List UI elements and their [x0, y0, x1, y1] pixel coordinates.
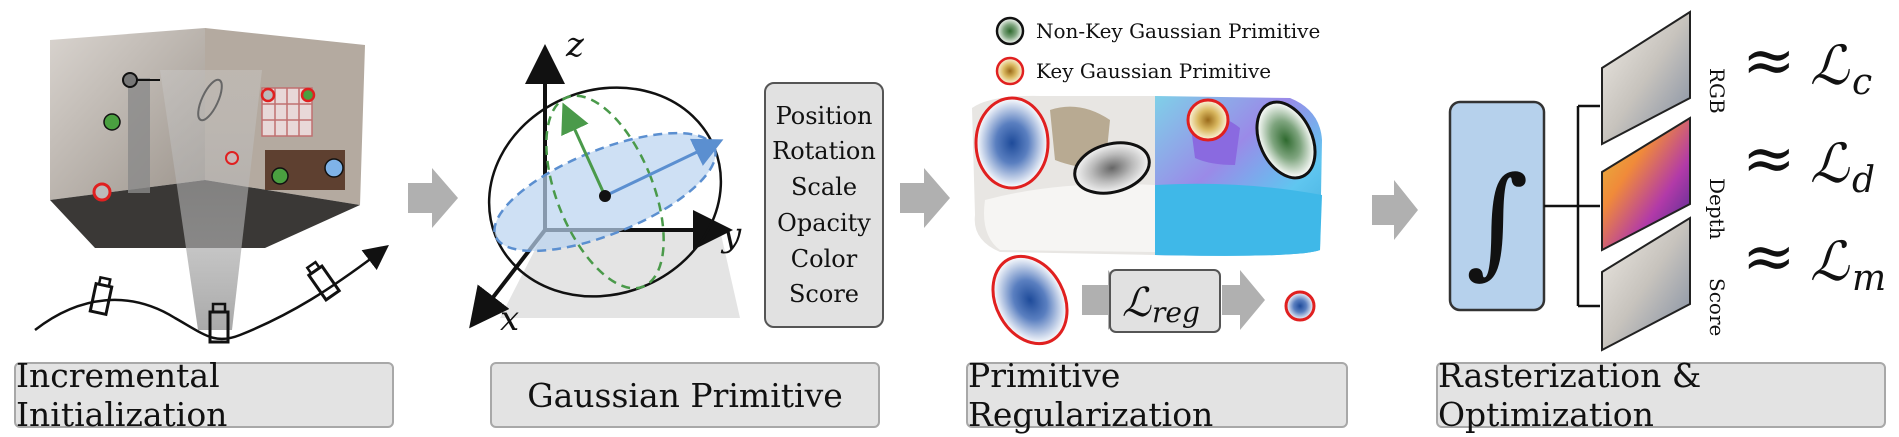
flow-arrow — [1372, 180, 1418, 240]
attribute-position: Position — [775, 101, 873, 130]
depth-loss-subscript: d — [1852, 160, 1875, 201]
caption-incremental-initialization: Incremental Initialization — [14, 356, 394, 434]
score-label: Score — [1705, 278, 1729, 336]
flow-arrow — [408, 168, 458, 228]
camera-icon — [208, 302, 230, 344]
y-axis-label: y — [720, 215, 742, 255]
approx-symbol: ≈ — [1742, 24, 1796, 98]
attribute-rotation: Rotation — [772, 137, 876, 166]
ground-plane — [500, 230, 740, 318]
caption-rasterization-optimization: Rasterization & Optimization — [1436, 356, 1886, 434]
key-primitive — [974, 96, 1050, 190]
depth-loss-symbol: ℒ — [1810, 132, 1850, 195]
legend-key-label: Key Gaussian Primitive — [1036, 59, 1271, 83]
x-axis-label: x — [500, 299, 519, 339]
depth-label: Depth — [1705, 178, 1729, 240]
mask-loss-symbol: ℒ — [1810, 230, 1850, 293]
flow-arrow — [1222, 270, 1265, 330]
rgb-render — [1601, 10, 1691, 146]
non-key-primitive — [1073, 141, 1151, 195]
attribute-opacity: Opacity — [777, 208, 871, 237]
caption-primitive-regularization: Primitive Regularization — [966, 356, 1348, 434]
legend-non-key-label: Non-Key Gaussian Primitive — [1036, 19, 1320, 43]
rotation-axis-green — [561, 102, 607, 197]
reg-loss-symbol: ℒ — [1122, 280, 1152, 326]
rotation-axis-blue — [604, 138, 724, 198]
flow-arrow — [900, 168, 950, 228]
key-primitive — [1186, 98, 1230, 142]
non-key-legend-icon — [995, 16, 1025, 46]
reg-loss-box — [1109, 269, 1221, 333]
key-primitive-before — [991, 254, 1069, 346]
curtain — [128, 78, 150, 193]
color-loss-symbol: ℒ — [1810, 34, 1850, 97]
mask-loss-subscript: m — [1852, 258, 1886, 299]
depth-render — [1601, 116, 1691, 252]
attribute-score: Score — [788, 280, 859, 309]
approx-symbol: ≈ — [1742, 220, 1796, 294]
camera-frustum — [160, 70, 262, 330]
room-reconstruction — [34, 28, 389, 344]
gaussian-primitive-figure: z y x — [469, 25, 742, 339]
camera-icon — [88, 275, 114, 317]
primitive-attribute-list: Position Rotation Scale Opacity Color Sc… — [764, 82, 884, 328]
caption-gaussian-primitive: Gaussian Primitive — [490, 362, 880, 428]
non-key-primitive — [1255, 100, 1317, 180]
approx-symbol: ≈ — [1742, 122, 1796, 196]
camera-icon — [305, 260, 342, 302]
attribute-color: Color — [790, 244, 858, 273]
integral-symbol: ∫ — [1466, 152, 1529, 291]
sofa-render — [972, 95, 1322, 256]
color-loss-subscript: c — [1852, 62, 1872, 103]
score-render — [1601, 216, 1691, 352]
z-axis-label: z — [565, 25, 585, 65]
attribute-scale: Scale — [790, 173, 858, 202]
key-primitive-after — [1284, 290, 1316, 322]
rgb-label: RGB — [1705, 68, 1729, 114]
key-legend-icon — [995, 56, 1025, 86]
reg-loss-subscript: reg — [1152, 296, 1200, 329]
